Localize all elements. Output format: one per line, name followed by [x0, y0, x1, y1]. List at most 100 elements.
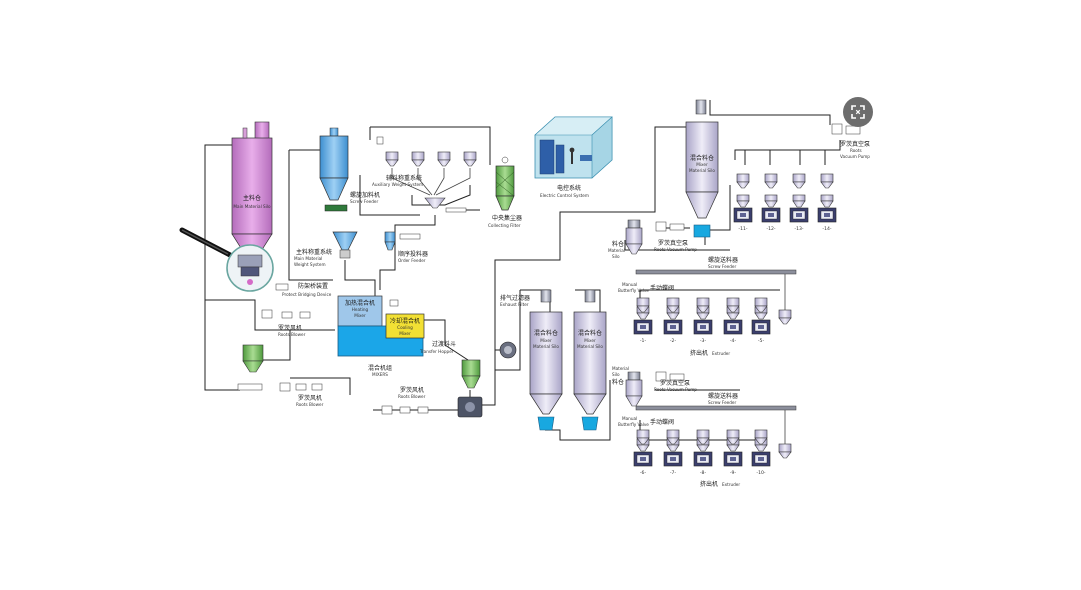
- material-silo-bot-label-cn: 料仓: [612, 378, 624, 386]
- extruder-mid-label-en: Extruder: [712, 351, 730, 356]
- extruder-num: -5-: [758, 338, 765, 344]
- collecting-filter-label-en: Collecting Filter: [488, 223, 521, 228]
- cooling-mixer-label-en-2: Mixer: [399, 331, 411, 336]
- mixer-silo-1-label-en-2: Material Silo: [533, 344, 559, 349]
- electric-control-label-en: Electric Control System: [540, 193, 589, 198]
- main-silo-label-cn: 主料仓: [243, 194, 261, 202]
- main-weight-label-en-1: Main Material: [294, 256, 322, 261]
- mixer-silo-2-label-en-2: Material Silo: [577, 344, 603, 349]
- material-silo-bottom: Material Silo 料仓: [612, 366, 643, 407]
- extruder-bot-label-cn: 挤出机: [700, 480, 718, 488]
- mixers-label-cn: 混合机组: [368, 364, 392, 372]
- material-silo-mid-label-cn: 料仓: [612, 240, 624, 248]
- exhaust-filter: 排气过滤器 Exhaust Filter: [499, 294, 530, 359]
- main-silo-label-en: Main Material Silo: [233, 204, 271, 209]
- exhaust-filter-label-cn: 排气过滤器: [500, 294, 530, 302]
- vacuum-pump-mid-label-cn: 罗茨真空泵: [658, 239, 688, 247]
- extruder-14: [817, 194, 837, 223]
- exhaust-filter-label-en: Exhaust Filter: [500, 302, 529, 307]
- extruder-bot-label-en: Extruder: [722, 482, 740, 487]
- screw-feeder-bot-label-en: Screw Feeder: [708, 400, 736, 405]
- order-feeder-label-cn: 顺序投料器: [398, 250, 428, 258]
- main-weight-label-en-2: Weight System: [294, 262, 326, 267]
- extruder-num: -3-: [700, 338, 707, 344]
- mixer-silo-top-label-en-1: Mixer: [696, 162, 708, 167]
- mixer-silo-1: 混合料仓 Mixer Material Silo: [529, 289, 563, 431]
- extruder-num: -2-: [670, 338, 677, 344]
- roots-blower-2: 罗茨风机 Roots Blower: [279, 382, 324, 407]
- mixer-silo-top-label-cn: 混合料仓: [690, 154, 714, 162]
- mixer-silo-top: 混合料仓 Mixer Material Silo: [685, 99, 719, 238]
- vacuum-pump-tr-label-en-1: Roots: [850, 148, 862, 153]
- screw-feeder-mid-label-en: Screw Feeder: [708, 264, 736, 269]
- screw-feeder-bot-label-cn: 螺旋送料器: [708, 392, 738, 400]
- extruder-num: -7-: [670, 470, 677, 476]
- magnifier-icon: [179, 227, 274, 292]
- mixer-silo-2-label-cn: 混合料仓: [578, 329, 602, 337]
- aux-weight-label-cn: 辅料称重系统: [386, 174, 422, 182]
- manual-valve-mid-label-en-1: Manual: [622, 282, 637, 287]
- main-weight-label-cn: 主料称重系统: [296, 248, 332, 256]
- manual-valve-mid-label-cn: 手动蝶阀: [650, 284, 674, 292]
- extruder-13: [789, 194, 809, 223]
- extruder-12: [761, 194, 781, 223]
- screw-feeder-bottom: 螺旋送料器 Screw Feeder: [635, 392, 797, 411]
- transfer-hopper: 过渡料斗 Transfer Hopper: [419, 340, 483, 418]
- extruder-num: -8-: [700, 470, 707, 476]
- manual-valve-mid-label-en-2: Butterfly Valve: [618, 288, 649, 293]
- mixers-label-en: MIXERS: [372, 372, 388, 377]
- manual-valve-bottom: Manual Butterfly Valve 手动蝶阀: [618, 416, 674, 427]
- order-feeder: 顺序投料器 Order Feeder: [384, 231, 428, 263]
- vacuum-pump-top-right: 罗茨真空泵 Roots Vacuum Pump: [831, 123, 870, 159]
- expand-icon: [851, 105, 865, 119]
- mixer-silo-2-label-en-1: Mixer: [584, 338, 596, 343]
- aux-weight-label-en: Auxiliary Weight System: [372, 182, 423, 187]
- extruder-num: -11-: [738, 226, 748, 232]
- mixer-silo-1-label-cn: 混合料仓: [534, 329, 558, 337]
- extruders-top-right: -11- -12- -13- -14-: [733, 173, 837, 232]
- bridging-label-cn: 防架桥装置: [298, 282, 328, 290]
- mixer-silo-2: 混合料仓 Mixer Material Silo: [573, 289, 607, 431]
- roots-blower-3: 罗茨风机 Roots Blower: [381, 386, 429, 415]
- cooling-mixer-label-en-1: Cooling: [397, 325, 413, 330]
- material-silo-mid-label-en-1: Material: [608, 248, 625, 253]
- mixer-silo-top-label-en-2: Material Silo: [689, 168, 715, 173]
- extruder-num: -4-: [730, 338, 737, 344]
- material-silo-bot-label-en-2: Silo: [612, 372, 620, 377]
- electric-control-label-cn: 电控系统: [557, 184, 581, 192]
- screw-feeder-mid-label-cn: 螺旋送料器: [708, 256, 738, 264]
- extruders-middle: -1- -2- -3- -4- -5- 挤出机 Extruder: [633, 274, 792, 357]
- roots-blower-1-label-cn: 罗茨风机: [278, 324, 302, 332]
- roots-blower-3-label-cn: 罗茨风机: [400, 386, 424, 394]
- order-feeder-label-en: Order Feeder: [398, 258, 426, 263]
- extruder-num: -12-: [766, 226, 776, 232]
- main-weight-system: 主料称重系统 Main Material Weight System: [294, 231, 358, 267]
- collecting-filter: 中央集尘器 Collecting Filter: [488, 156, 522, 228]
- extruder-num: -14-: [822, 226, 832, 232]
- extruder-num: -1-: [640, 338, 647, 344]
- screw-feeder-top: 螺旋加料机 Screw Feeder: [319, 127, 380, 212]
- vacuum-pump-mid-label-en: Roots Vacuum Pump: [654, 247, 697, 252]
- bridging-label-en: Protect Bridging Device: [282, 292, 332, 297]
- extruder-num: -9-: [730, 470, 737, 476]
- screw-feeder-mid: 螺旋送料器 Screw Feeder: [635, 256, 797, 275]
- mixer-silo-1-label-en-1: Mixer: [540, 338, 552, 343]
- extruder-num: -10-: [756, 470, 766, 476]
- heating-mixer-label-en-1: Heating: [352, 307, 369, 312]
- roots-blower-1-label-en: Roots Blower: [278, 332, 306, 337]
- auxiliary-weight-system: 辅料称重系统 Auxiliary Weight System: [372, 136, 477, 213]
- vacuum-pump-bot-label-cn: 罗茨真空泵: [660, 379, 690, 387]
- electric-control-room: 电控系统 Electric Control System: [534, 116, 613, 198]
- roots-blower-3-label-en: Roots Blower: [398, 394, 426, 399]
- vacuum-pump-tr-label-en-2: Vacuum Pump: [840, 154, 870, 159]
- material-silo-bot-label-en-1: Material: [612, 366, 629, 371]
- manual-valve-bot-label-en-2: Butterfly Valve: [618, 422, 649, 427]
- heating-mixer-label-en-2: Mixer: [354, 313, 366, 318]
- expand-button[interactable]: [843, 97, 873, 127]
- mixers-group: 加热混合机 Heating Mixer 冷却混合机 Cooling Mixer …: [337, 295, 425, 377]
- manual-valve-mid: Manual Butterfly Valve 手动蝶阀: [618, 282, 674, 293]
- roots-blower-2-label-en: Roots Blower: [296, 402, 324, 407]
- transfer-hopper-label-en: Transfer Hopper: [419, 349, 454, 354]
- extruder-11: [733, 194, 753, 223]
